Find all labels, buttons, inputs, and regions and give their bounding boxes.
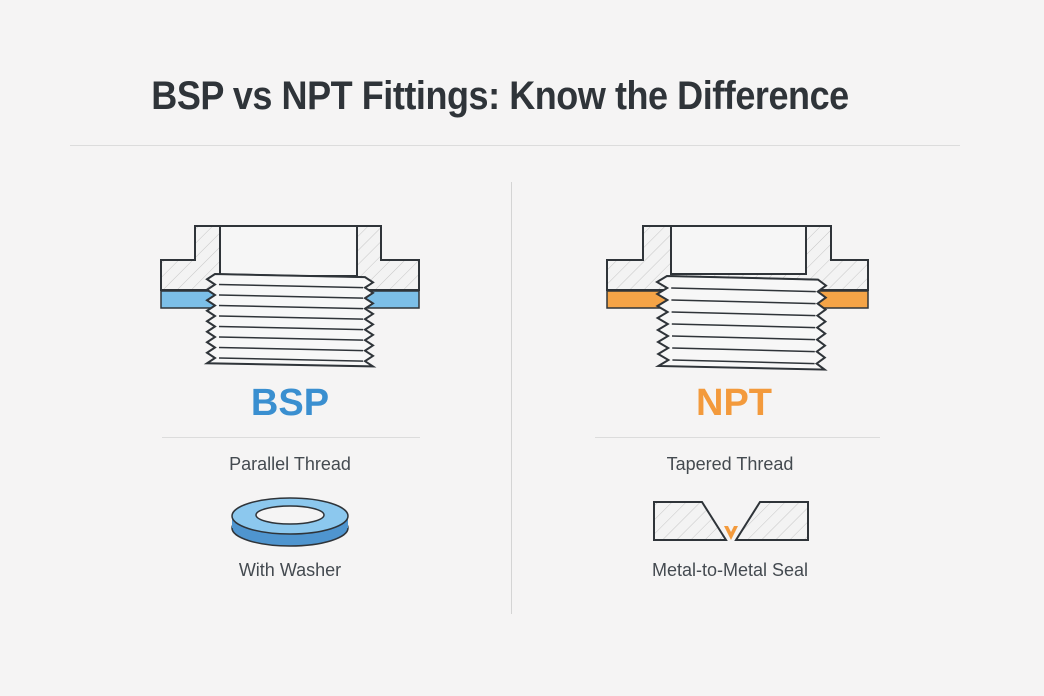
bsp-divider xyxy=(162,437,420,438)
npt-seal-type: Metal-to-Metal Seal xyxy=(651,560,809,580)
npt-thread-type: Tapered Thread xyxy=(666,454,794,474)
thread-crest-line xyxy=(218,325,364,331)
bsp-parallel-threads xyxy=(203,272,377,368)
thread-crest-line xyxy=(218,336,364,341)
center-divider xyxy=(511,182,512,614)
thread-crest-line xyxy=(218,304,364,310)
metal-to-metal-seal-icon xyxy=(653,501,809,541)
thread-crest-line xyxy=(670,275,817,281)
title-divider xyxy=(70,145,960,146)
thread-crest-line xyxy=(218,346,364,352)
thread-crest-line xyxy=(218,357,364,362)
thread-crest-line xyxy=(671,287,816,293)
thread-crest-line xyxy=(218,273,364,278)
page-title: BSP vs NPT Fittings: Know the Difference xyxy=(151,74,849,118)
thread-crest-line xyxy=(671,323,816,329)
thread-crest-line xyxy=(218,315,364,320)
thread-outline xyxy=(654,274,828,371)
thread-crest-line xyxy=(672,359,815,365)
washer-icon xyxy=(231,497,349,547)
bsp-seal-type: With Washer xyxy=(238,560,342,580)
thread-crest-line xyxy=(671,311,816,317)
thread-crest-line xyxy=(672,347,815,353)
npt-divider xyxy=(595,437,880,438)
bsp-label: BSP xyxy=(250,382,330,424)
thread-crest-line xyxy=(218,294,364,299)
thread-crest-line xyxy=(671,299,816,305)
thread-crest-line xyxy=(218,283,364,289)
npt-tapered-threads xyxy=(654,274,828,371)
bsp-thread-type: Parallel Thread xyxy=(229,454,351,474)
bsp-fitting-diagram xyxy=(160,225,420,368)
npt-fitting-diagram xyxy=(606,225,869,371)
thread-crest-line xyxy=(671,335,816,341)
npt-label: NPT xyxy=(696,382,772,424)
